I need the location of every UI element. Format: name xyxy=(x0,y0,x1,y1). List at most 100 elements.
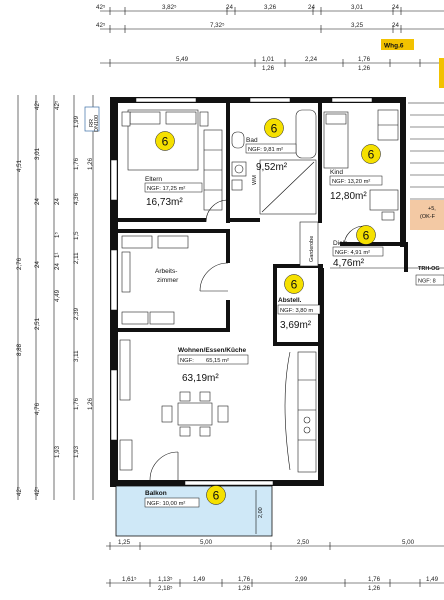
room-arbeit-name-1: Arbeits- xyxy=(155,268,177,275)
dim-top-r2-2: 3,25 xyxy=(351,22,364,29)
dim-top-r3-1: 1,01 xyxy=(262,56,275,63)
room-diele: 6 Diele NGF: 4,91 m² 4,76m² xyxy=(332,225,384,269)
rr-label: RR xyxy=(89,119,95,127)
dim-left-c-10: 1,93 xyxy=(73,445,80,458)
dim-top-r3-5: 1,26 xyxy=(358,65,371,72)
dim-left-c-8: 1,76 xyxy=(73,397,80,410)
dim-top-r3-3: 2,24 xyxy=(305,56,318,63)
dim-left-c-6: 2,39 xyxy=(73,307,80,320)
room-balkon-name: Balkon xyxy=(145,490,167,497)
room-wohnen-area: 63,19m² xyxy=(182,373,219,384)
room-abstell-ngf: NGF: 3,80 m xyxy=(280,308,313,314)
dim-left-mid-2: 4,49 xyxy=(54,289,61,302)
room-arbeit-name-2: zimmer xyxy=(157,277,179,284)
dim-bot-r2-0: 1,61⁵ xyxy=(122,576,137,583)
room-bad-wm: WM xyxy=(252,175,258,185)
rr-downpipe-box xyxy=(84,106,100,132)
dim-bot-r2-2: 2,18⁵ xyxy=(158,585,173,592)
dim-top-r1-1: 3,82⁵ xyxy=(162,4,177,11)
dim-bot-r2-1: 1,13⁵ xyxy=(158,576,173,583)
dim-top-r1-3: 3,26 xyxy=(264,4,277,11)
dim-top-r2-3: 24 xyxy=(392,22,399,29)
room-wohnen-ngf-label: NGF: xyxy=(180,358,194,364)
badge-eltern xyxy=(155,131,175,151)
rr-size: DN100 xyxy=(94,115,100,132)
room-bad-ngf: NGF: 9,81 m² xyxy=(248,147,283,153)
room-eltern-area: 16,73m² xyxy=(146,197,183,208)
windows xyxy=(110,97,373,486)
badge-balkon xyxy=(206,485,226,505)
dim-left-a-5: 4,76 xyxy=(34,402,41,415)
dim-left-c-7: 3,11 xyxy=(73,350,80,362)
badge-diele xyxy=(356,225,376,245)
room-kind-area: 12,80m² xyxy=(330,191,367,202)
stair-landing-box xyxy=(410,200,444,230)
left-dimensions: 8,88 4,51 2,76 4,49 42⁵ 3,01 24 2,51 24 … xyxy=(16,95,100,500)
dim-top-r3-0: 5,49 xyxy=(176,56,189,63)
room-abstell-name: Abstell. xyxy=(278,297,302,304)
svg-text:6: 6 xyxy=(162,135,169,149)
dim-left-b-0: 42⁵ xyxy=(54,100,61,110)
dim-top-r1-5: 3,01 xyxy=(351,4,364,11)
dim-bot-r2-6: 2,99 xyxy=(295,576,308,583)
stairwell: +5, (OK-F TRH-OG NGF: 8 xyxy=(330,102,444,286)
stair-level-label: +5, xyxy=(428,206,436,212)
dim-left-c-5: 2,11 xyxy=(73,252,80,264)
dim-left-c-9: 1,26 xyxy=(87,397,94,410)
dim-left-c-3: 4,36 xyxy=(73,192,80,205)
dim-bot-r2-9: 1,49 xyxy=(426,576,439,583)
dim-top-r2-0: 42⁵ xyxy=(96,22,106,29)
unit-label: Whg.6 xyxy=(384,43,404,50)
svg-text:6: 6 xyxy=(291,278,298,292)
dim-top-r1-4: 24 xyxy=(308,4,315,11)
room-wohnen-ngf-value: 65,15 m² xyxy=(206,358,229,364)
dim-left-b-2: 1⁵ xyxy=(54,232,61,238)
room-diele-name: Diele xyxy=(333,240,348,247)
bottom-dimensions: 1,25 5,00 2,50 5,00 1,61⁵ 1,13⁵ 2,18⁵ 1,… xyxy=(106,539,444,592)
dim-left-b-5: 1,93 xyxy=(54,445,61,458)
dim-top-r1-0: 42⁵ xyxy=(96,4,106,11)
dim-left-b-3: 1¹ xyxy=(54,252,61,258)
room-bad-area: 9,52m² xyxy=(256,162,288,173)
dim-left-a-4: 24 xyxy=(34,261,41,268)
dim-bot-r1-1: 5,00 xyxy=(200,539,213,546)
dim-left-a-1: 3,01 xyxy=(34,147,41,160)
badge-bad xyxy=(264,118,284,138)
dim-bot-r2-3: 1,49 xyxy=(193,576,206,583)
room-balkon-ngf: NGF: 10,00 m² xyxy=(147,501,185,507)
dim-left-a-3: 2,51 xyxy=(34,317,41,330)
room-kind-name: Kind xyxy=(330,169,343,176)
room-balkon: 2,00 Balkon NGF: 10,00 m² 6 xyxy=(115,485,273,537)
dim-top-r3-2: 1,26 xyxy=(262,65,275,72)
unit-label-edge xyxy=(439,58,444,88)
dim-bot-r1-0: 1,25 xyxy=(118,539,131,546)
room-wohnen: Wohnen/Essen/Küche NGF: 65,15 m² 63,19m² xyxy=(119,339,317,481)
dim-left-a-2: 24 xyxy=(34,198,41,205)
room-eltern: 6 Eltern NGF: 17,25 m² 16,73m² xyxy=(121,109,229,223)
dim-left-b-4: 24 xyxy=(54,263,61,270)
room-kind-ngf: NGF: 13,20 m² xyxy=(332,179,370,185)
dim-left-a-6: 42⁵ xyxy=(34,486,41,496)
dim-left-c-0: 1,99 xyxy=(73,115,80,128)
dim-bot-r1-3: 5,00 xyxy=(402,539,415,546)
dim-left-a-7: 42⁵ xyxy=(16,486,23,496)
room-balkon-depth: 2,00 xyxy=(258,507,264,518)
trh-label: TRH-OG xyxy=(418,266,440,272)
dim-left-c-4: 1,5 xyxy=(73,231,80,240)
room-bad: 6 Bad NGF: 9,81 m² 9,52m² WM xyxy=(231,109,317,215)
dim-left-mid-0: 4,51 xyxy=(16,159,23,172)
top-dimensions: 42⁵ 3,82⁵ 24 3,26 24 3,01 24 42⁵ 7,32⁵ 3… xyxy=(96,4,444,88)
dim-left-outer-0: 8,88 xyxy=(16,343,23,356)
svg-text:6: 6 xyxy=(213,489,220,503)
dim-left-b-1: 24 xyxy=(54,198,61,205)
dim-bot-r1-2: 2,50 xyxy=(297,539,310,546)
room-abstell: 6 Abstell. NGF: 3,80 m 3,69m² xyxy=(277,274,321,331)
badge-abstell xyxy=(284,274,304,294)
stair-level-sub: (OK-F xyxy=(420,214,436,220)
room-abstell-area: 3,69m² xyxy=(280,320,312,331)
trh-ngf: NGF: 8 xyxy=(418,279,436,285)
room-arbeitszimmer: Arbeits- zimmer xyxy=(121,235,229,325)
dim-top-r1-2: 24 xyxy=(226,4,233,11)
dim-left-c-1: 1,76 xyxy=(73,157,80,170)
